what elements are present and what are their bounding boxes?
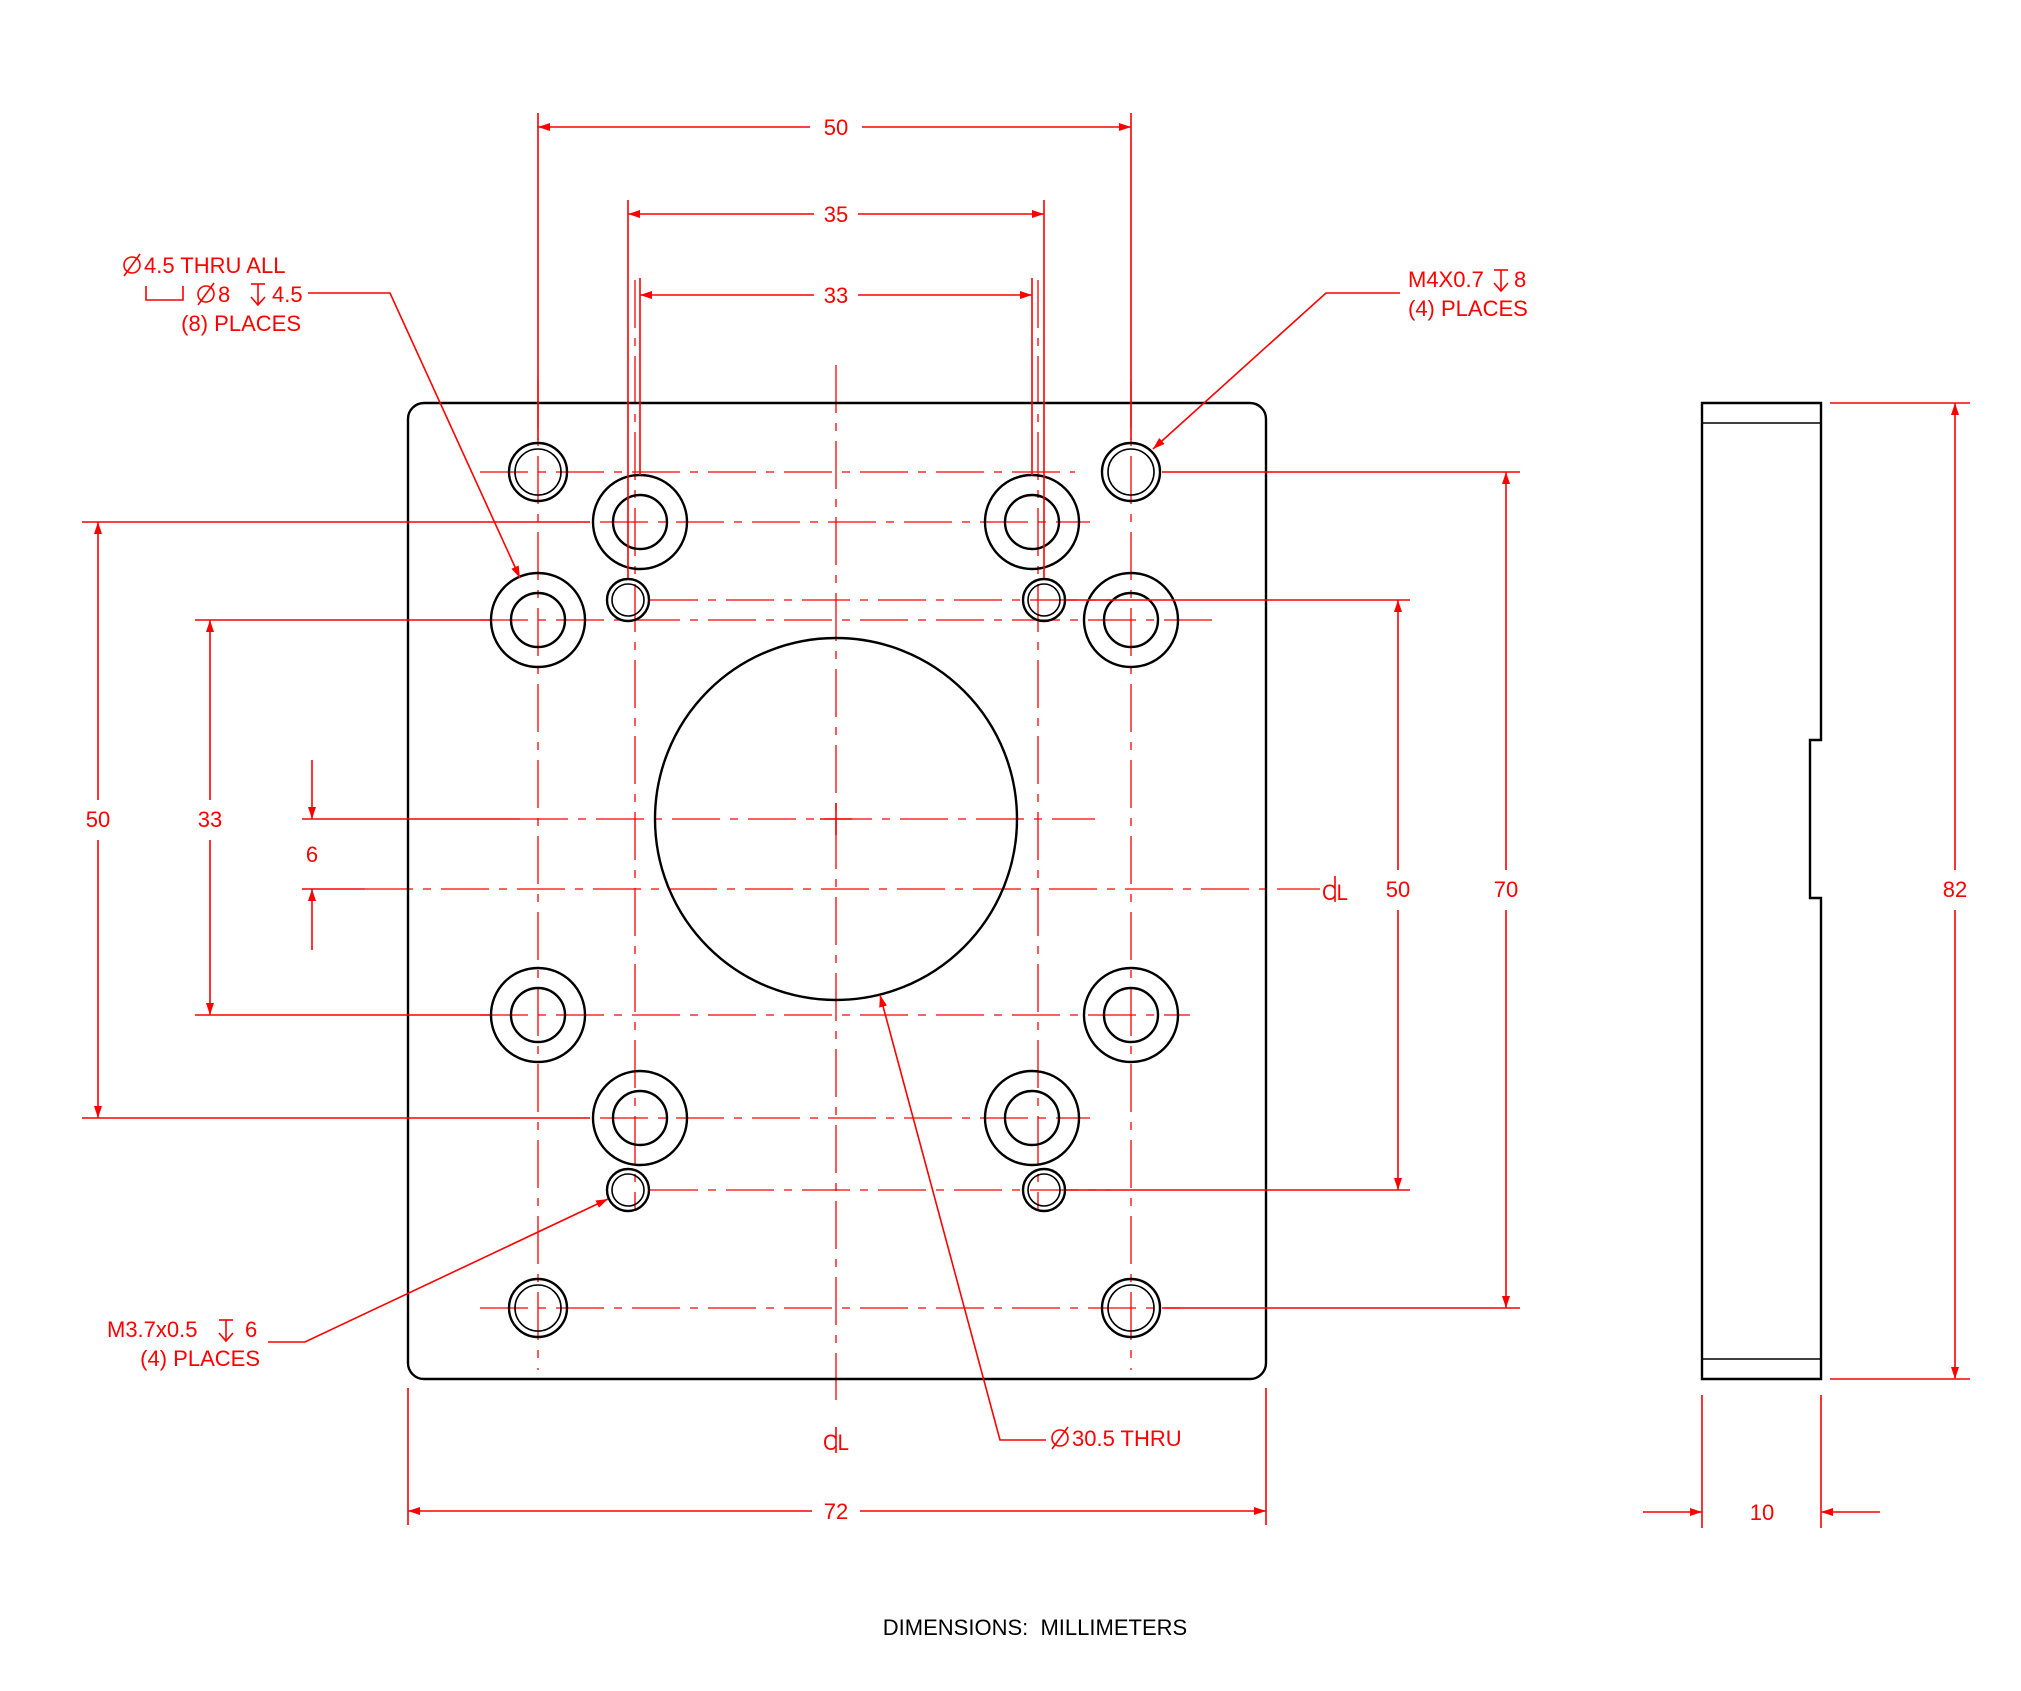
dimension-bottom-72: 72 <box>407 1388 1267 1525</box>
center-lines <box>365 280 1320 1400</box>
centerline-symbol-bottom: CL <box>823 1427 849 1455</box>
callout-bore: 30.5 THRU <box>879 994 1182 1451</box>
counterbore-holes <box>489 473 1180 1167</box>
counterbore-icon <box>145 286 184 301</box>
bore-label: 30.5 THRU <box>1072 1426 1182 1451</box>
diameter-icon <box>197 282 215 306</box>
depth-icon <box>250 283 266 307</box>
center-bore <box>653 636 1019 1002</box>
dim-side-82-label: 82 <box>1943 877 1967 902</box>
callout-m3: M3.7x0.5 6 (4) PLACES <box>107 1198 609 1371</box>
dimension-right-70: 70 <box>1162 471 1520 1309</box>
callout-m4: M4X0.7 8 (4) PLACES <box>1152 267 1528 450</box>
m3-line2: (4) PLACES <box>140 1346 260 1371</box>
diameter-icon <box>123 253 141 277</box>
m4-tapped-holes <box>507 441 1162 1339</box>
dim-left-6-label: 6 <box>306 842 318 867</box>
m3-tapped-holes <box>605 577 1067 1213</box>
depth-icon <box>1493 269 1509 293</box>
diameter-icon <box>1051 1426 1069 1450</box>
counterbore-line2: 8 <box>218 282 230 307</box>
dim-left-50-label: 50 <box>86 807 110 832</box>
dimension-side-10: 10 <box>1643 1395 1880 1528</box>
units-note: DIMENSIONS: MILLIMETERS <box>883 1615 1187 1640</box>
m3-line1: M3.7x0.5 <box>107 1317 198 1342</box>
m4-line1-depth: 8 <box>1514 267 1526 292</box>
centerline-label-right: CL <box>1322 880 1348 905</box>
dim-top-35-label: 35 <box>824 202 848 227</box>
centerline-symbol-right: CL <box>1322 876 1348 905</box>
dim-bottom-72-label: 72 <box>824 1499 848 1524</box>
counterbore-line3: (8) PLACES <box>181 311 301 336</box>
dimension-top-33: 33 <box>639 278 1033 475</box>
dimension-right-50: 50 <box>1066 599 1410 1191</box>
counterbore-line1: 4.5 THRU ALL <box>144 253 285 278</box>
plate-side-view <box>1700 401 1823 1381</box>
dimension-top-50: 50 <box>537 113 1132 440</box>
dim-top-50-label: 50 <box>824 115 848 140</box>
dimension-left-50: 50 <box>82 521 590 1119</box>
dimension-side-82: 82 <box>1830 402 1970 1380</box>
dimension-left-6: 6 <box>302 760 520 950</box>
dimension-top-35: 35 <box>627 200 1045 578</box>
dim-top-33-label: 33 <box>824 283 848 308</box>
depth-icon <box>218 1319 234 1343</box>
counterbore-line2-depth: 4.5 <box>272 282 303 307</box>
dim-left-33-label: 33 <box>198 807 222 832</box>
callout-counterbore: 4.5 THRU ALL 8 4.5 (8) PLACES <box>123 253 521 579</box>
m3-line1-depth: 6 <box>245 1317 257 1342</box>
dim-right-70-label: 70 <box>1494 877 1518 902</box>
dim-side-10-label: 10 <box>1750 1500 1774 1525</box>
centerline-label-bottom: CL <box>823 1430 849 1455</box>
m4-line1: M4X0.7 <box>1408 267 1484 292</box>
dim-right-50-label: 50 <box>1386 877 1410 902</box>
dimension-left-33: 33 <box>195 619 490 1016</box>
m4-line2: (4) PLACES <box>1408 296 1528 321</box>
